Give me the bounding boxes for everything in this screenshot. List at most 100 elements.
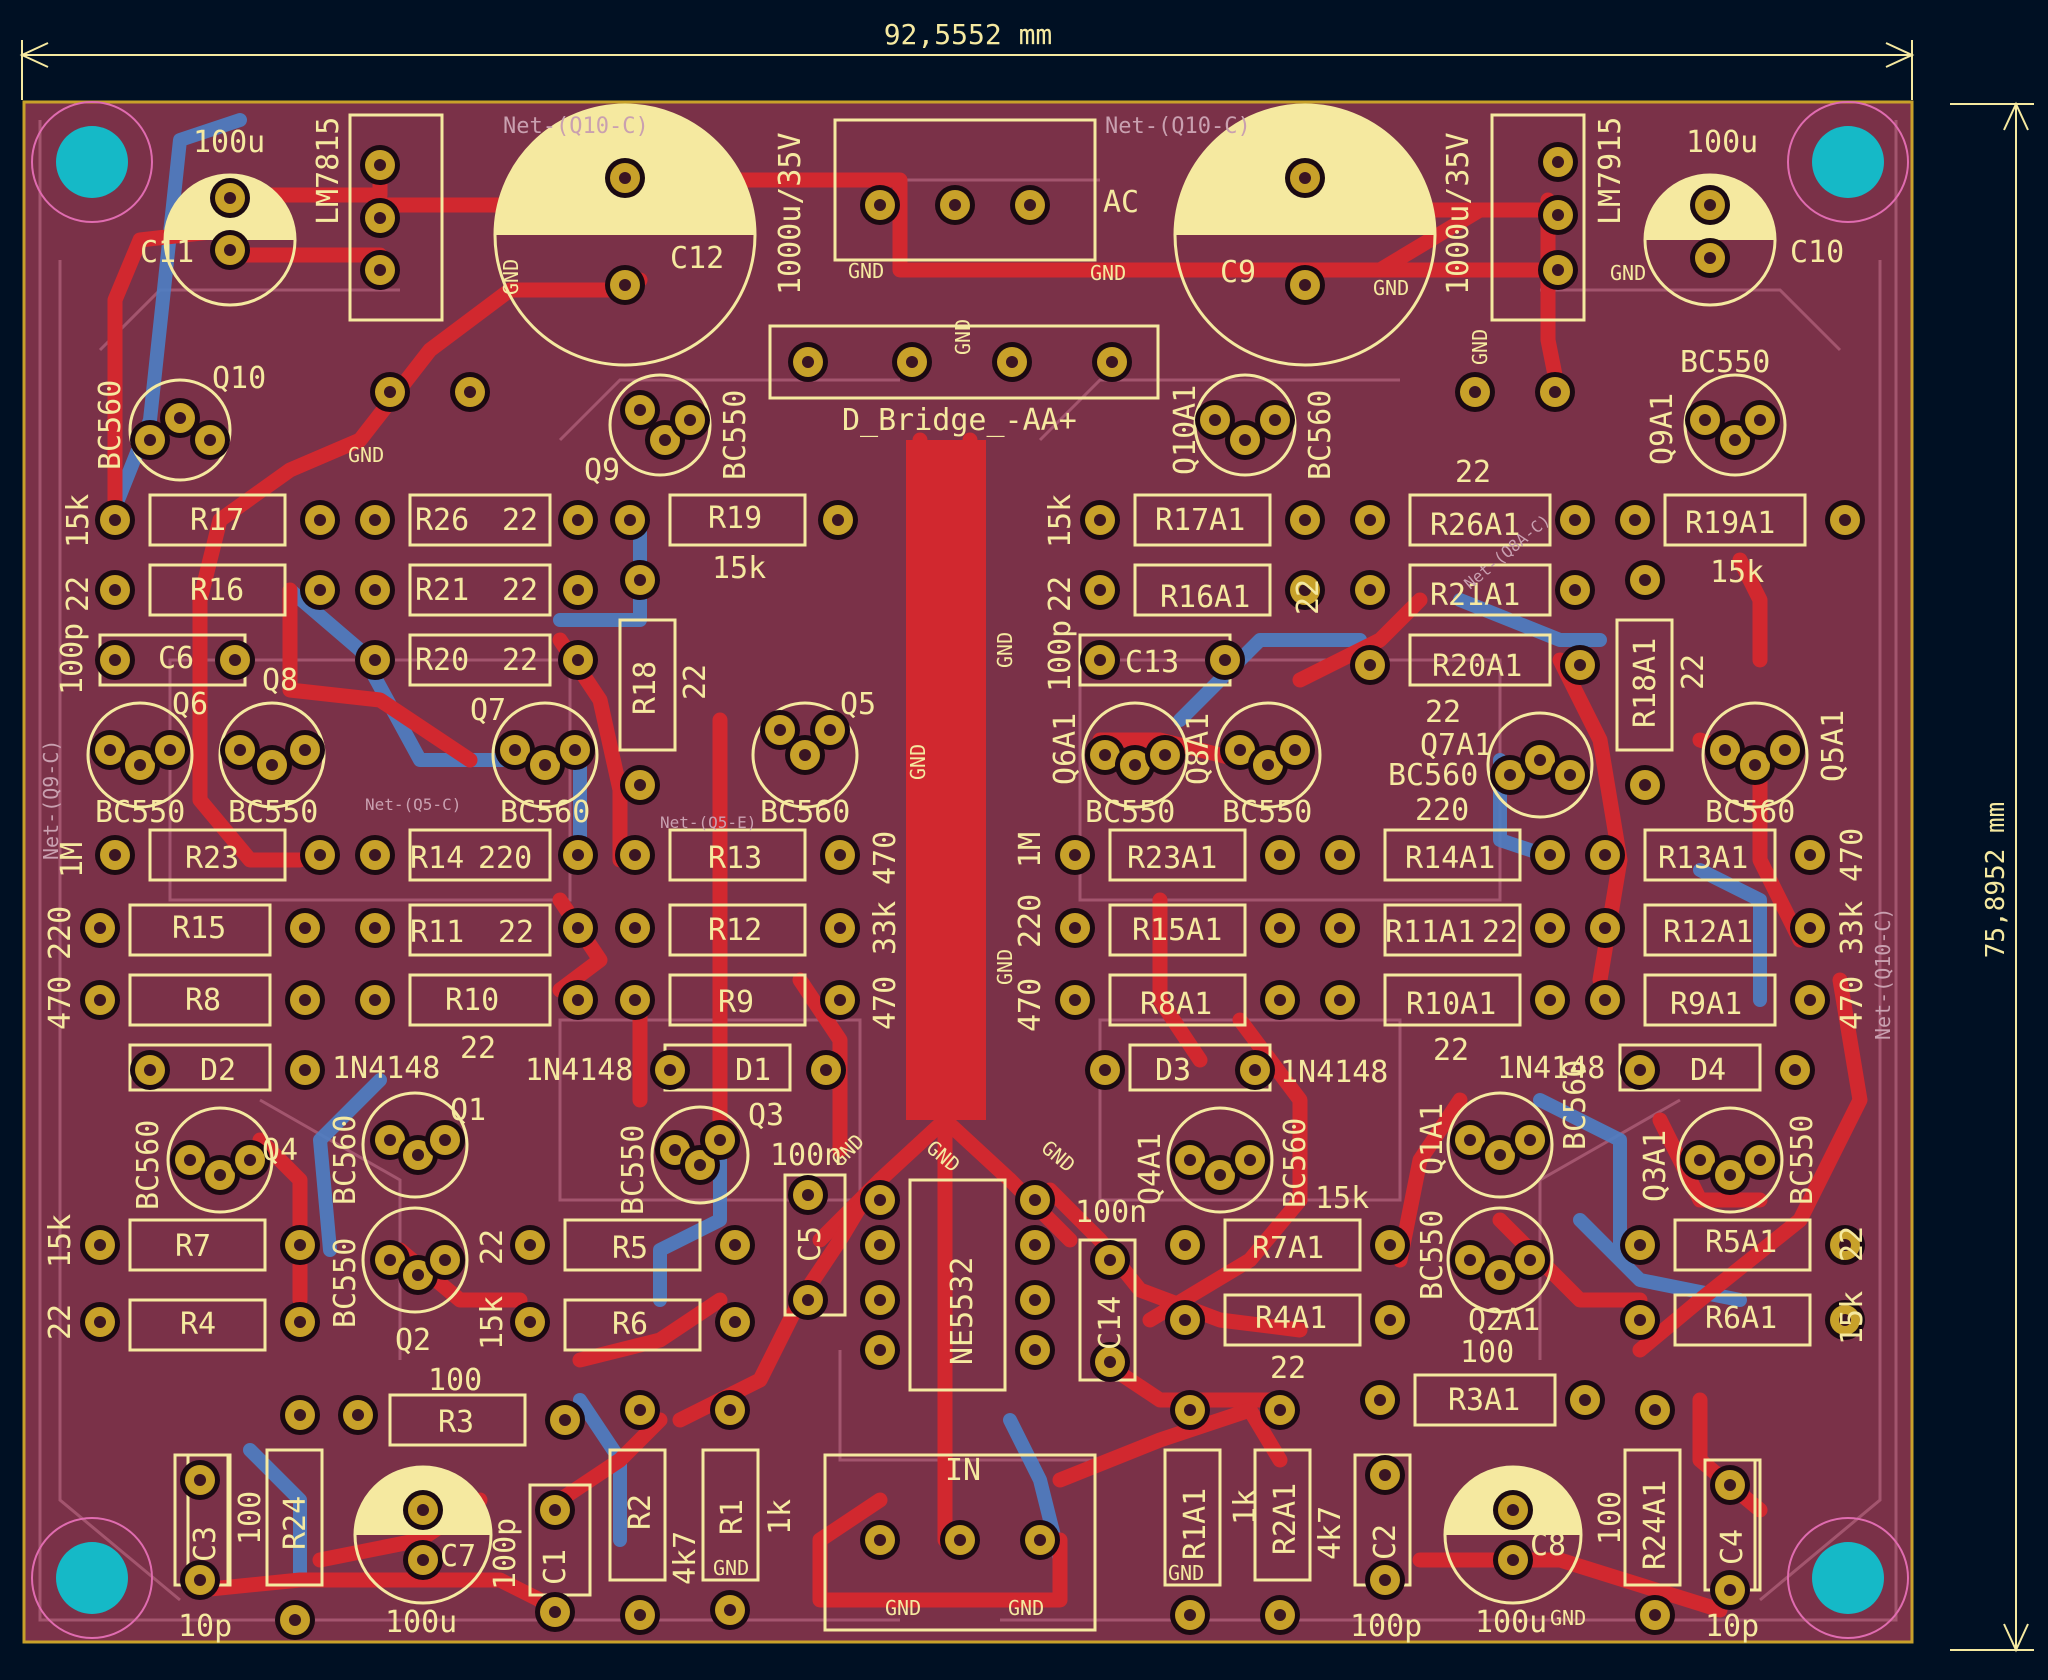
- net-label-q5e: Net-(Q5-E): [660, 813, 756, 832]
- label-bc550-q2a1: BC550: [1415, 1210, 1450, 1300]
- label-22-top: 22: [1455, 455, 1491, 490]
- label-470-r13: 470: [868, 831, 903, 885]
- label-c2: C2: [1368, 1524, 1403, 1560]
- net-label-gnd-16: GND: [1008, 1596, 1044, 1620]
- net-label-gnd-5: GND: [348, 443, 384, 467]
- label-bc560-q4a1: BC560: [1278, 1118, 1313, 1208]
- label-q9: Q9: [584, 453, 620, 488]
- label-q1a1: Q1A1: [1415, 1103, 1450, 1175]
- label-100-r3: 100: [428, 1363, 482, 1398]
- label-r8a1: R8A1: [1140, 987, 1212, 1022]
- label-10p-c4: 10p: [1705, 1609, 1759, 1644]
- label-d1: D1: [735, 1053, 771, 1088]
- label-c7: C7: [440, 1539, 476, 1574]
- label-r15a1: R15A1: [1132, 913, 1222, 948]
- label-100u-c8: 100u: [1475, 1605, 1547, 1640]
- label-q5a1: Q5A1: [1816, 710, 1851, 782]
- label-r5a1: R5A1: [1705, 1225, 1777, 1260]
- label-r20: R20: [415, 643, 469, 678]
- label-bc550-q9a1: BC550: [1680, 345, 1770, 380]
- label-c8: C8: [1530, 1528, 1566, 1563]
- label-c14: C14: [1093, 1296, 1128, 1350]
- label-q5: Q5: [840, 687, 876, 722]
- label-100u-c10: 100u: [1686, 125, 1758, 160]
- label-r11: R11: [410, 915, 464, 950]
- silkscreen-labels: LM7815 LM7915 100u 100u C11 C10 C12 C9 1…: [43, 117, 1870, 1644]
- net-label-q9c-1: Net-(Q9-C): [39, 740, 63, 860]
- label-15k-r7a1: 15k: [1315, 1181, 1369, 1216]
- label-100n-c14: 100n: [1075, 1195, 1147, 1230]
- label-q10a1: Q10A1: [1168, 385, 1203, 475]
- label-r6a1: R6A1: [1705, 1301, 1777, 1336]
- height-dimension-label: 75,8952 mm: [1981, 802, 2011, 959]
- label-100-r3a1: 100: [1460, 1335, 1514, 1370]
- label-1n4148-d3: 1N4148: [1280, 1055, 1388, 1090]
- label-1n4148-d2: 1N4148: [332, 1051, 440, 1086]
- label-15k-r19: 15k: [712, 551, 766, 586]
- label-r5: R5: [612, 1231, 648, 1266]
- label-22-r21: 22: [502, 573, 538, 608]
- label-bc550-q9: BC550: [718, 390, 753, 480]
- label-bc560-q1: BC560: [328, 1115, 363, 1205]
- label-c12: C12: [670, 241, 724, 276]
- label-r20a1: R20A1: [1432, 649, 1522, 684]
- label-q6: Q6: [172, 687, 208, 722]
- label-r21a1: R21A1: [1430, 578, 1520, 613]
- label-c11: C11: [140, 235, 194, 270]
- label-r21: R21: [415, 573, 469, 608]
- net-label-gnd-18: GND: [499, 259, 523, 295]
- label-1k-r1: 1k: [763, 1499, 798, 1535]
- label-r16: R16: [190, 573, 244, 608]
- label-100n-c5: 100n: [770, 1138, 842, 1173]
- label-22-r26: 22: [502, 503, 538, 538]
- label-1k-r1a1: 1k: [1228, 1489, 1263, 1525]
- label-22-r20: 22: [502, 643, 538, 678]
- label-q4: Q4: [262, 1133, 298, 1168]
- width-dimension-label: 92,5552 mm: [884, 18, 1053, 51]
- label-22-r5a1: 22: [1835, 1226, 1870, 1262]
- label-c6: C6: [158, 641, 194, 676]
- label-220-r15: 220: [43, 906, 78, 960]
- label-q6a1: Q6A1: [1048, 713, 1083, 785]
- label-22-r16a1: 22: [1043, 576, 1078, 612]
- label-q10: Q10: [212, 361, 266, 396]
- label-in: IN: [945, 1453, 981, 1488]
- label-1n4148-d1: 1N4148: [525, 1053, 633, 1088]
- label-22-r4: 22: [43, 1304, 78, 1340]
- label-r23: R23: [185, 841, 239, 876]
- label-r23a1: R23A1: [1127, 841, 1217, 876]
- label-q7: Q7: [470, 693, 506, 728]
- label-22-r21a1: 22: [1291, 579, 1326, 615]
- label-r17a1: R17A1: [1155, 503, 1245, 538]
- label-10p-c3: 10p: [178, 1609, 232, 1644]
- label-bc560-q7: BC560: [500, 795, 590, 830]
- label-22-r4a1: 22: [1270, 1351, 1306, 1386]
- mounting-hole-top-left: [31, 101, 153, 223]
- label-r26a1: R26A1: [1430, 508, 1520, 543]
- label-22-r11a1: 22: [1482, 915, 1518, 950]
- ground-spine: [906, 440, 986, 1120]
- label-15k-r17a1: 15k: [1043, 494, 1078, 548]
- label-ac: AC: [1103, 185, 1139, 220]
- label-d4: D4: [1690, 1053, 1726, 1088]
- label-100u-c7: 100u: [385, 1605, 457, 1640]
- label-100p-c13: 100p: [1043, 620, 1078, 692]
- label-1m-r23: 1M: [55, 842, 90, 878]
- net-label-q10c-3: Net-(Q10-C): [1871, 908, 1895, 1040]
- net-label-q10c-2: Net-(Q10-C): [1105, 114, 1251, 139]
- label-22-r10a1: 22: [1433, 1033, 1469, 1068]
- label-r26: R26: [415, 503, 469, 538]
- label-q2: Q2: [395, 1323, 431, 1358]
- label-q4a1: Q4A1: [1133, 1133, 1168, 1205]
- label-100-r24: 100: [233, 1491, 268, 1545]
- label-22-r5: 22: [475, 1229, 510, 1265]
- label-r15: R15: [172, 911, 226, 946]
- label-r13: R13: [708, 841, 762, 876]
- label-bc560-q7a1: BC560: [1388, 758, 1478, 793]
- label-15k-r6: 15k: [475, 1296, 510, 1350]
- transistor-bodies: [86, 373, 1809, 1314]
- label-15k-r19a1: 15k: [1710, 555, 1764, 590]
- label-22-r16: 22: [61, 576, 96, 612]
- label-r19a1: R19A1: [1685, 506, 1775, 541]
